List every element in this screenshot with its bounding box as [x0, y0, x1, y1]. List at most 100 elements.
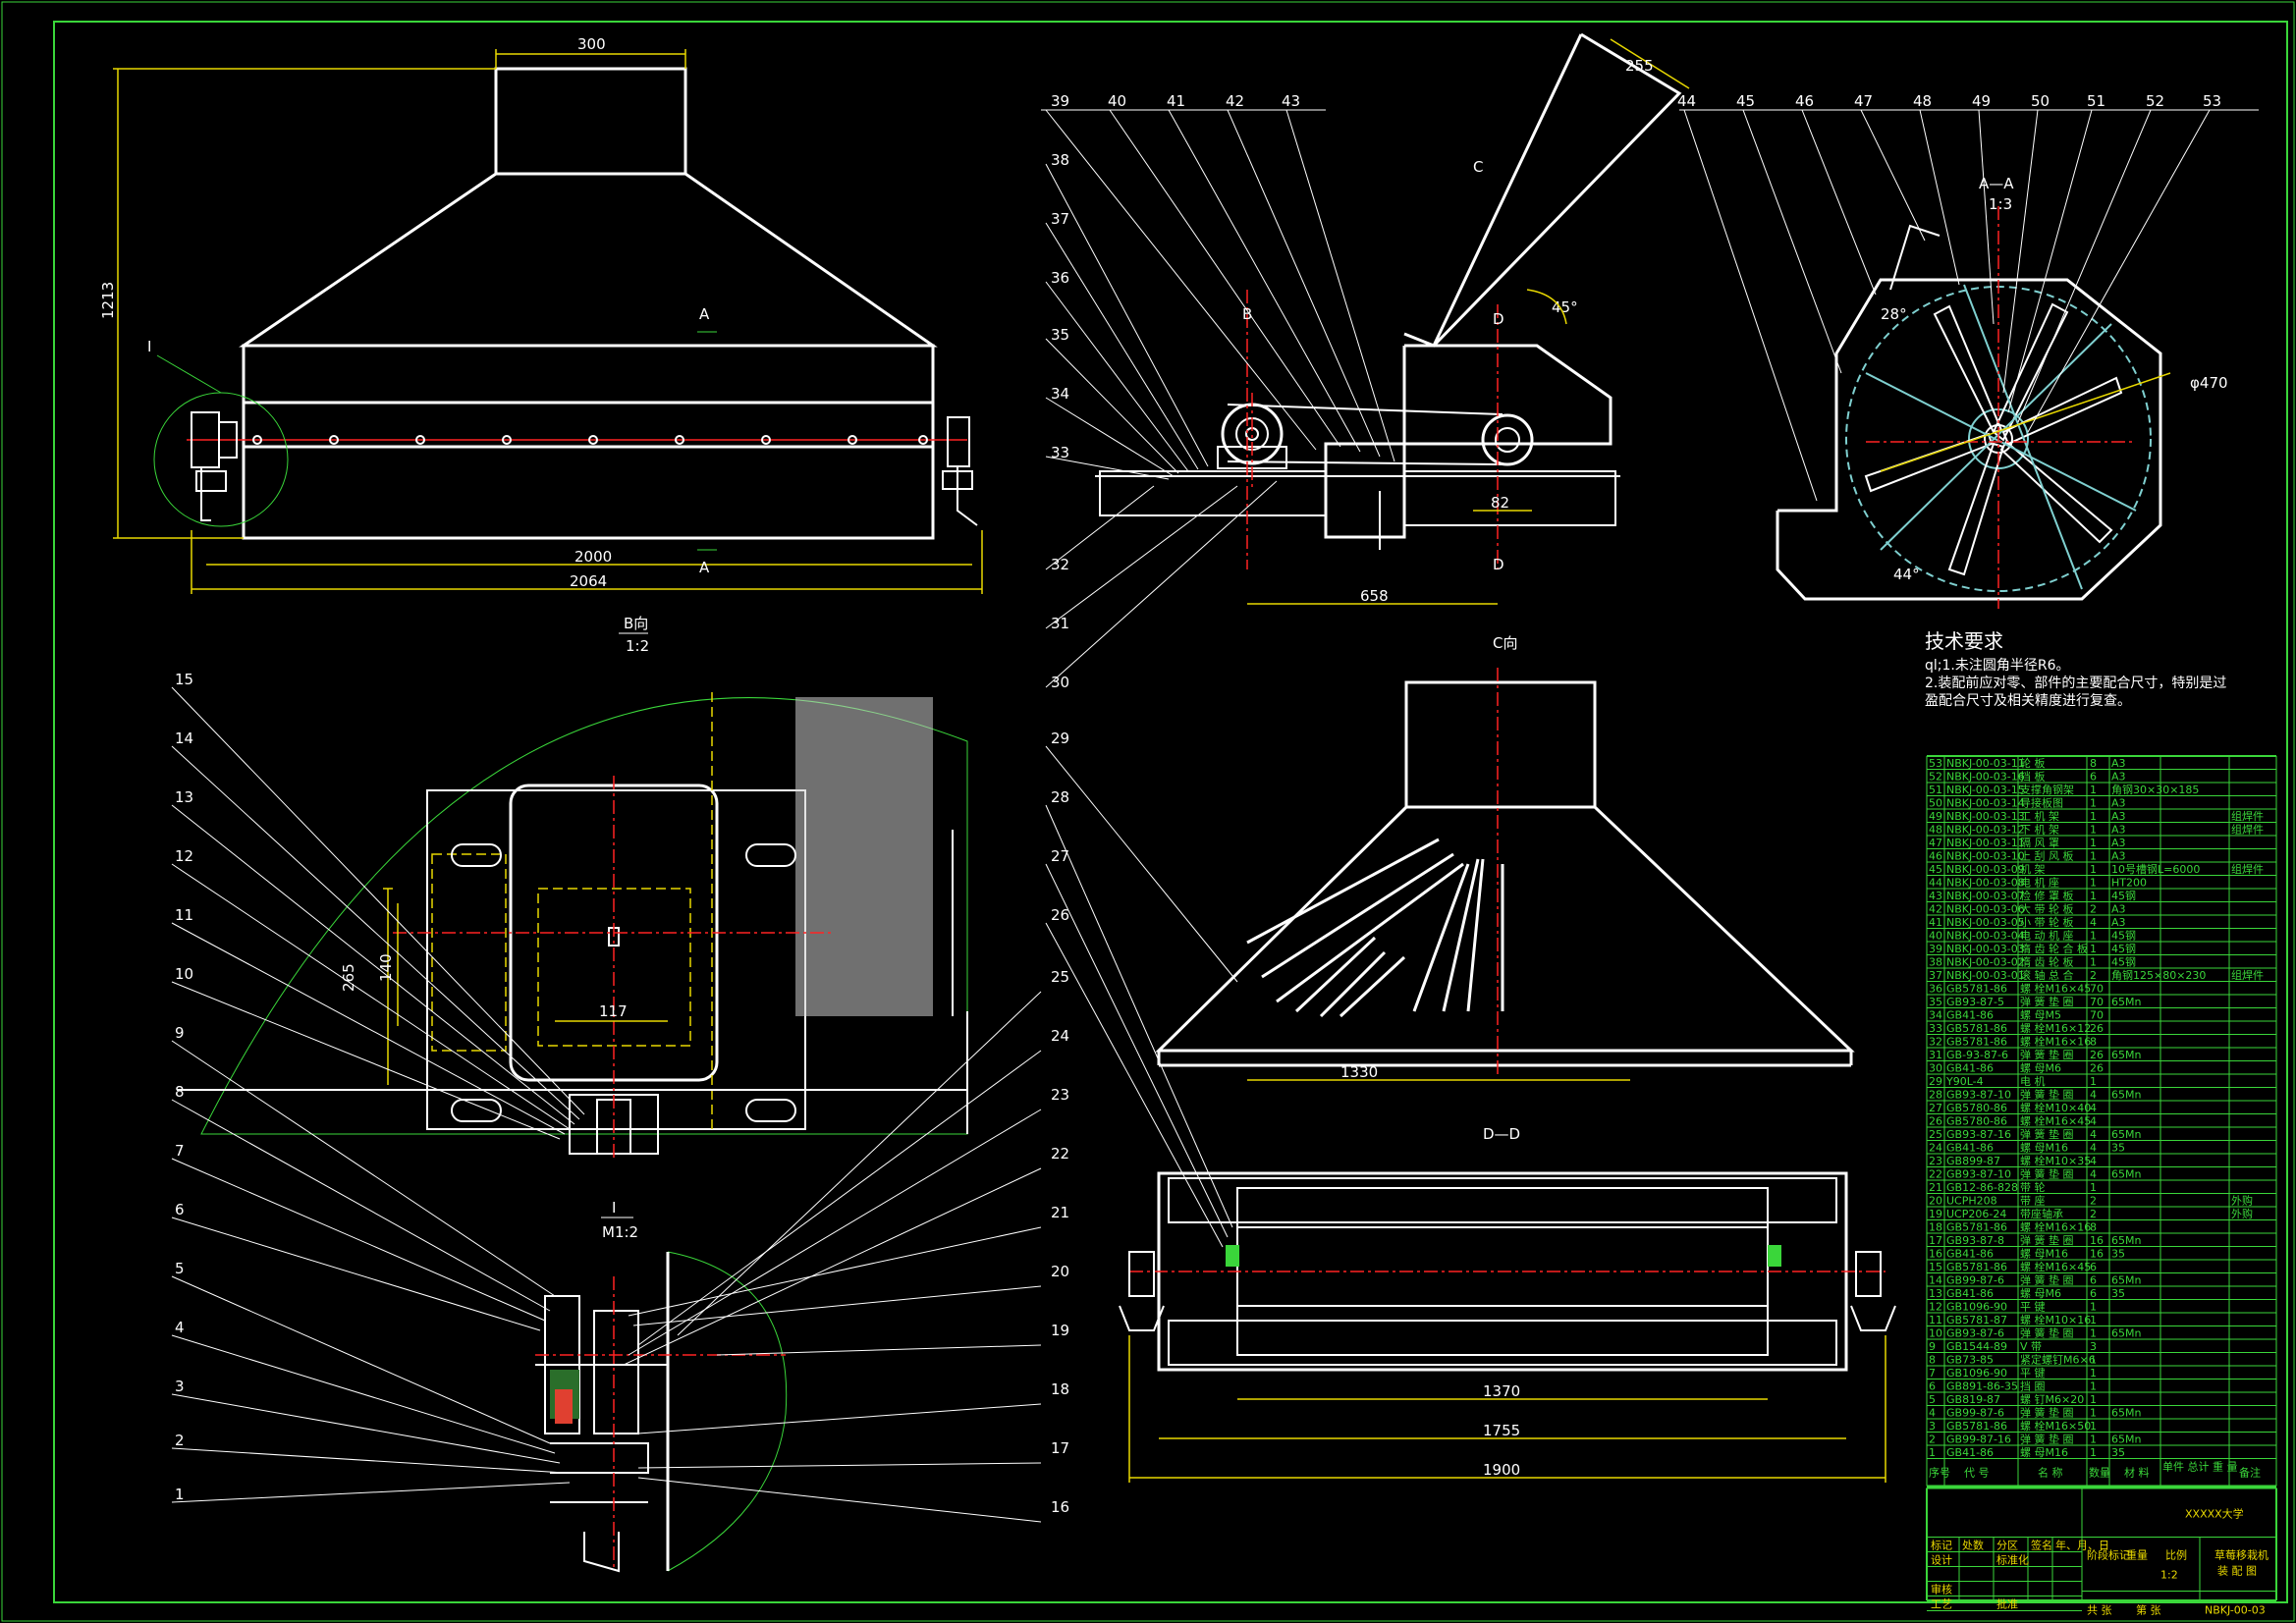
bom-row-name: 螺 栓M16×45 — [2020, 982, 2091, 996]
view-dd-title: D—D — [1483, 1125, 1520, 1143]
bom-header: 代 号 — [1964, 1467, 1990, 1480]
bom-row-code: GB-93-87-6 — [1946, 1049, 2008, 1061]
svg-text:M1:2: M1:2 — [602, 1223, 638, 1241]
dim-1755: 1755 — [1483, 1422, 1520, 1439]
bom-row-no: 41 — [1929, 916, 1942, 929]
dim-140: 140 — [377, 953, 395, 982]
bom-row-code: UCPH208 — [1946, 1195, 1997, 1208]
bom-row-name: 挡 圈 — [2020, 1380, 2046, 1393]
bom-row-no: 3 — [1929, 1420, 1936, 1433]
bom-row-qty: 4 — [2090, 1089, 2097, 1102]
bom-row-material: A3 — [2111, 837, 2126, 849]
bom-row-name: 电 机 座 — [2020, 876, 2059, 890]
bom-row-code: GB41-86 — [1946, 1446, 1994, 1459]
svg-text:48: 48 — [1913, 92, 1932, 110]
bom-row-name: V 带 — [2020, 1340, 2042, 1353]
bom-header: 单件 总计 重 量 — [2162, 1460, 2238, 1474]
bom-row-material: 35 — [2111, 1248, 2125, 1261]
bom-row-no: 40 — [1929, 930, 1942, 943]
bom-row-note: 组焊件 — [2231, 809, 2264, 823]
bom-row-no: 9 — [1929, 1340, 1936, 1353]
front-view: I 300 1213 2000 2064 A A — [99, 35, 983, 594]
hatched-panel — [795, 697, 933, 1016]
bom-row-code: GB99-87-6 — [1946, 1407, 2004, 1420]
bom-row-qty: 1 — [2090, 797, 2097, 810]
bom-header: 材 料 — [2124, 1466, 2150, 1480]
svg-text:38: 38 — [1051, 151, 1069, 169]
bom-row-qty: 1 — [2090, 877, 2097, 890]
bom-row-code: GB5781-86 — [1946, 1261, 2007, 1273]
bom-row-name: 轮 板 — [2020, 756, 2046, 770]
rotor-title: A—A — [1979, 175, 2014, 192]
bom-row-qty: 1 — [2090, 1075, 2097, 1088]
bom-row-code: GB5781-86 — [1946, 1420, 2007, 1433]
bom-row-code: GB73-85 — [1946, 1354, 1994, 1367]
bom-row-qty: 1 — [2090, 1393, 2097, 1406]
bom-row-code: NBKJ-00-03-12 — [1946, 824, 2025, 837]
bom-row-no: 20 — [1929, 1195, 1942, 1208]
svg-text:43: 43 — [1282, 92, 1300, 110]
bom-row-name: 机 架 — [2020, 862, 2046, 876]
bom-row-code: GB1096-90 — [1946, 1301, 2007, 1314]
svg-text:共 张: 共 张 — [2087, 1604, 2112, 1617]
svg-text:37: 37 — [1051, 210, 1069, 228]
bom-row-note: 外购 — [2231, 1194, 2253, 1208]
bom-row-no: 15 — [1929, 1261, 1942, 1273]
mark-b: B — [1242, 305, 1252, 323]
bom-row-material: 65Mn — [2111, 1234, 2141, 1247]
bom-row-material: 10号槽钢L=6000 — [2111, 863, 2200, 876]
bom-row-name: 弹 簧 垫 圈 — [2020, 1273, 2074, 1287]
bom-row-material: A3 — [2111, 903, 2126, 916]
svg-text:7: 7 — [175, 1142, 185, 1160]
bom-row-no: 28 — [1929, 1089, 1942, 1102]
bom-row-name: 弹 簧 垫 圈 — [2020, 1088, 2074, 1102]
bom-row-name: 弹 簧 垫 圈 — [2020, 1048, 2074, 1061]
svg-text:14: 14 — [175, 730, 193, 747]
bom-row-qty: 1 — [2090, 890, 2097, 902]
svg-text:41: 41 — [1167, 92, 1185, 110]
bom-row-qty: 4 — [2090, 1155, 2097, 1167]
dim-1370: 1370 — [1483, 1382, 1520, 1400]
bom-row-qty: 70 — [2090, 1009, 2104, 1022]
bom-row-qty: 4 — [2090, 1142, 2097, 1155]
mark-c: C — [1473, 158, 1483, 176]
svg-text:4: 4 — [175, 1319, 185, 1336]
bom-row-name: 平 键 — [2020, 1300, 2046, 1314]
svg-text:年、月、日: 年、月、日 — [2055, 1539, 2109, 1552]
bom-row-no: 23 — [1929, 1155, 1942, 1167]
dim-117: 117 — [599, 1002, 628, 1020]
bom-row-code: GB1096-90 — [1946, 1367, 2007, 1380]
bom-row-no: 29 — [1929, 1075, 1942, 1088]
bom-row-name: 螺 母M6 — [2020, 1287, 2061, 1300]
bom-row-no: 7 — [1929, 1367, 1936, 1380]
bom-row-name: 小 带 轮 板 — [2020, 915, 2074, 929]
bom-row-material: 45钢 — [2111, 943, 2136, 955]
bom-row-qty: 3 — [2090, 1340, 2097, 1353]
shaft-bolts — [252, 435, 928, 445]
svg-text:18: 18 — [1051, 1380, 1069, 1398]
svg-text:1: 1 — [175, 1486, 185, 1503]
bom-row-qty: 26 — [2090, 1062, 2104, 1075]
bom-row-qty: 1 — [2090, 824, 2097, 837]
bom-row-code: GB41-86 — [1946, 1009, 1994, 1022]
svg-text:标准化: 标准化 — [1996, 1553, 2029, 1567]
bom-row-code: GB41-86 — [1946, 1142, 1994, 1155]
bom-row-qty: 8 — [2090, 757, 2097, 770]
bom-row-qty: 1 — [2090, 1420, 2097, 1433]
bom-row-material: 65Mn — [2111, 1049, 2141, 1061]
bom-row-qty: 4 — [2090, 1102, 2097, 1114]
svg-text:签名: 签名 — [2031, 1539, 2052, 1552]
svg-text:27: 27 — [1051, 847, 1069, 865]
bom-row-note: 组焊件 — [2231, 823, 2264, 837]
bom-row-name: 弹 簧 垫 圈 — [2020, 1406, 2074, 1420]
bom-row-material: HT200 — [2111, 877, 2147, 890]
bom-row-no: 46 — [1929, 850, 1942, 863]
svg-text:ql;1.未注圆角半径R6。: ql;1.未注圆角半径R6。 — [1925, 658, 2070, 674]
bom-row-code: GB5781-86 — [1946, 1221, 2007, 1234]
bom-row-note: 外购 — [2231, 1207, 2253, 1220]
bom-row-name: 上 刮 风 板 — [2020, 849, 2074, 863]
svg-text:19: 19 — [1051, 1322, 1069, 1339]
bom-row-name: 大 带 轮 板 — [2020, 902, 2074, 916]
bom-row-no: 45 — [1929, 863, 1942, 876]
svg-text:比例: 比例 — [2165, 1548, 2187, 1562]
